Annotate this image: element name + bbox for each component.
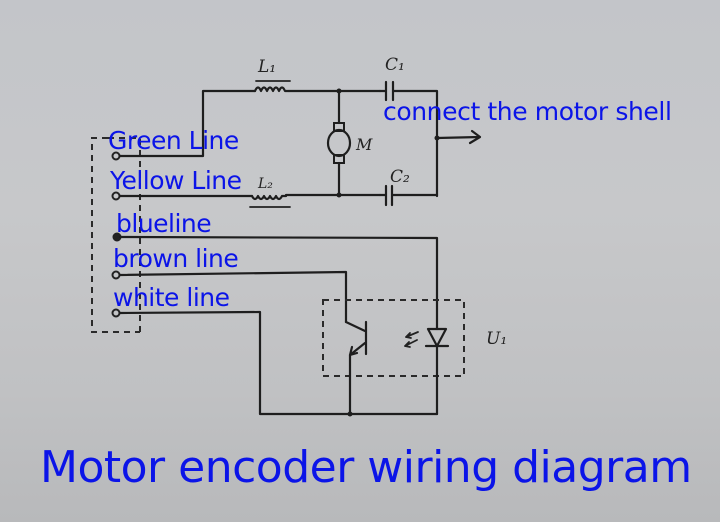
wire-label-blue: blueline (116, 209, 212, 238)
label-l2: L₂ (257, 176, 273, 192)
capacitor-c2 (378, 184, 439, 207)
wire-green (118, 89, 257, 158)
led-light-arrows-icon (404, 331, 419, 348)
shell-arrow-icon (435, 129, 482, 145)
capacitor-c1 (378, 80, 439, 198)
wire-label-white: white line (113, 283, 230, 312)
diagram-title: Motor encoder wiring diagram (40, 442, 692, 493)
junction-emitter (347, 411, 353, 417)
wire-blue (118, 235, 439, 331)
inductor-l2 (250, 194, 288, 201)
connector-outline (91, 137, 141, 333)
emitter-arrow (348, 345, 359, 357)
shell-note: connect the motor shell (383, 97, 672, 126)
led-icon (424, 327, 450, 416)
label-l1: L₁ (257, 57, 276, 77)
optocoupler-outline (322, 299, 465, 377)
phototransistor-icon (344, 320, 368, 416)
wire-label-brown: brown line (113, 244, 239, 273)
wire-label-yellow: Yellow Line (110, 166, 242, 195)
motor-icon (326, 128, 352, 158)
label-motor: M (355, 135, 373, 154)
junction-bottom (336, 192, 342, 198)
wire-label-green: Green Line (108, 126, 239, 155)
wire-white (118, 310, 439, 416)
wire-brown (118, 270, 348, 324)
inductor-l1 (253, 86, 291, 93)
label-c1: C₁ (385, 55, 405, 75)
label-u1: U₁ (486, 329, 507, 349)
label-c2: C₂ (390, 167, 410, 187)
